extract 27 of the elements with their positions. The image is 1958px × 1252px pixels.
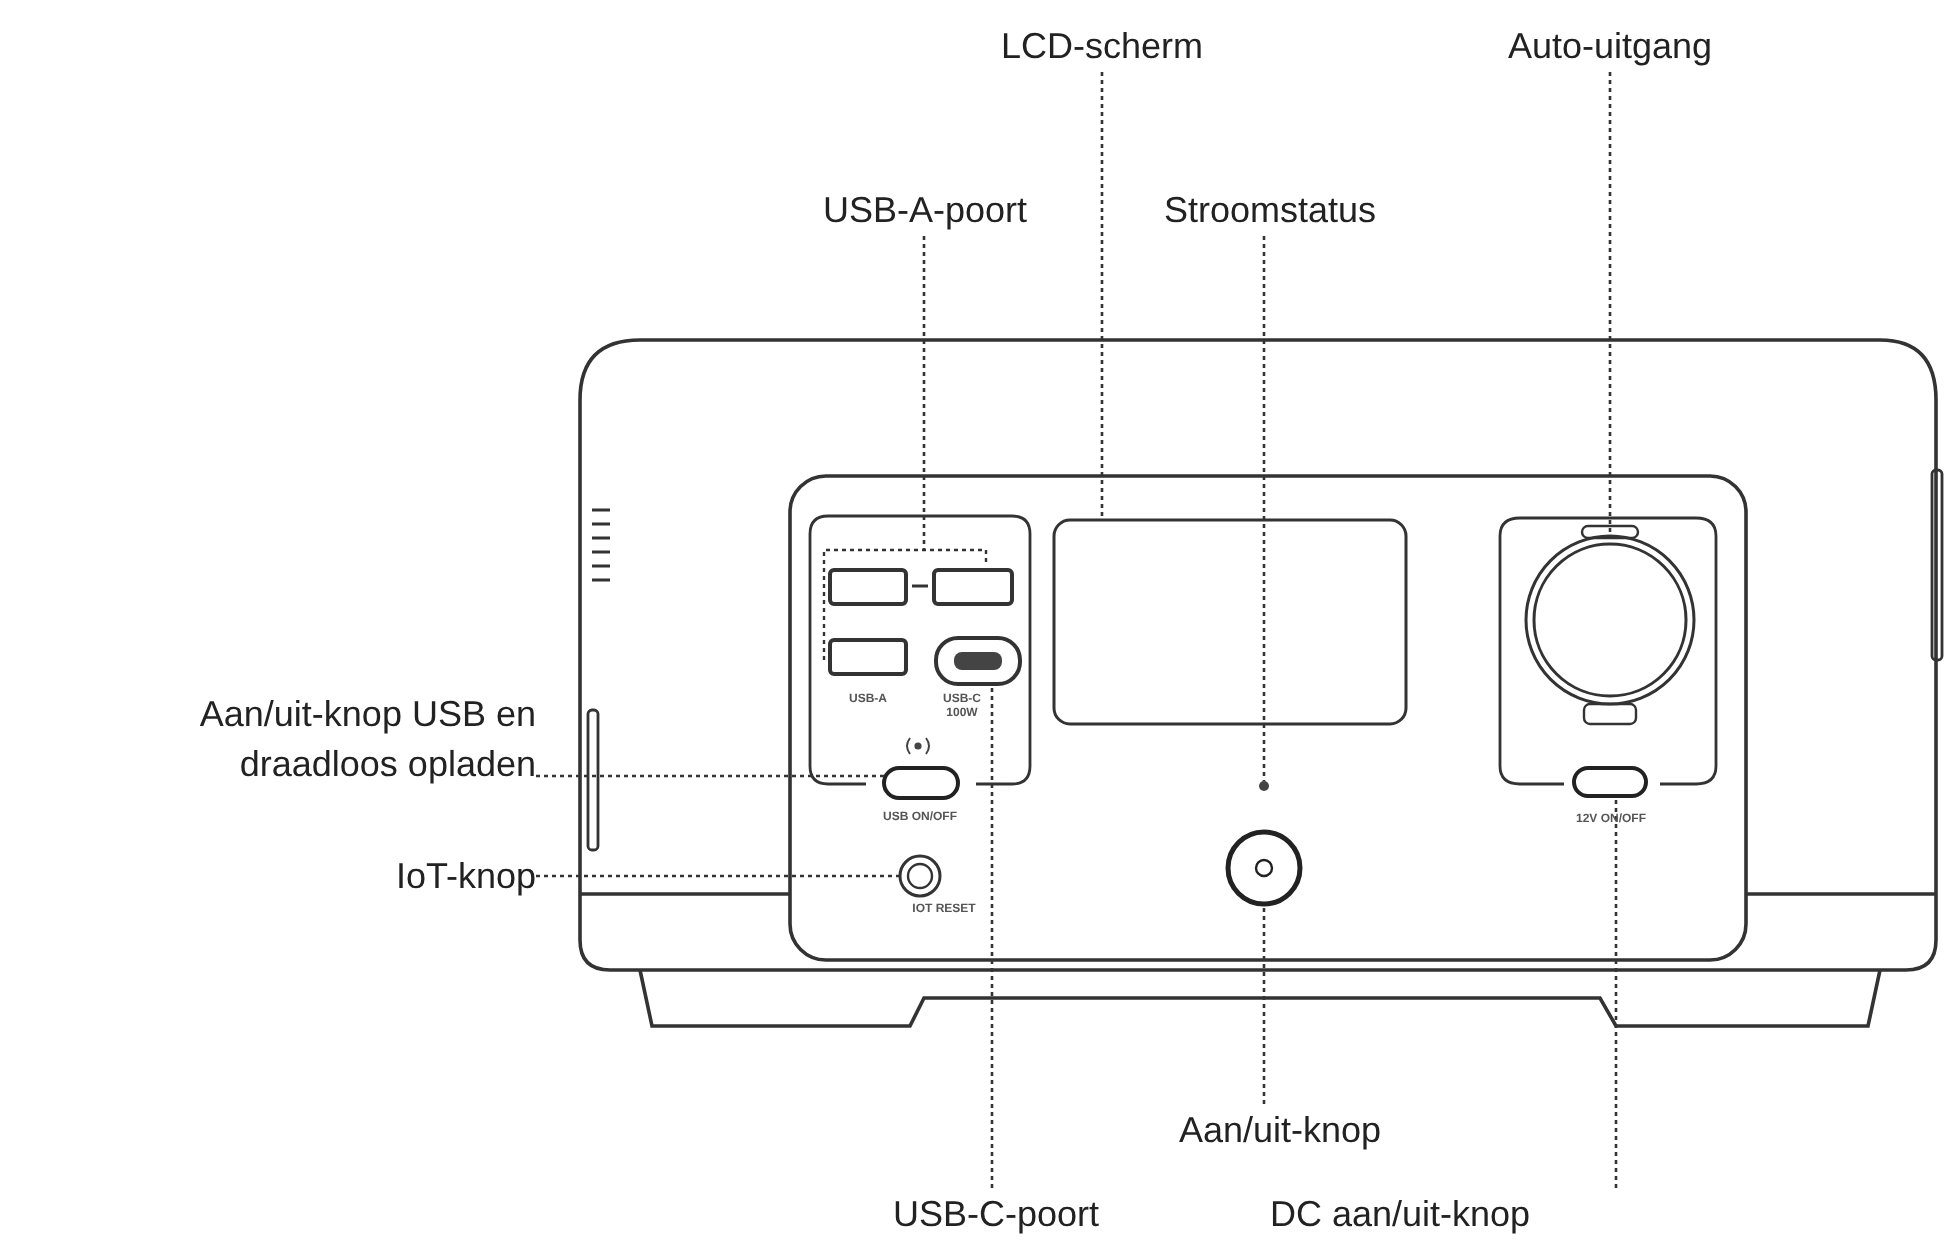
callout-label: DC aan/uit-knop	[1170, 1188, 1630, 1240]
leader-line	[1614, 796, 1618, 1188]
leader-line	[1262, 904, 1266, 1104]
leader-line	[1262, 236, 1266, 781]
usb-c-port	[934, 636, 1022, 686]
callout-label: Aan/uit-knop	[1140, 1104, 1420, 1156]
leader-line	[1608, 72, 1612, 536]
car-socket	[1524, 534, 1696, 706]
callout-label: LCD-scherm	[960, 20, 1244, 72]
callout-label: Stroomstatus	[1130, 184, 1410, 236]
leader-line	[536, 774, 884, 778]
callout-label: USB-A-poort	[790, 184, 1060, 236]
callout-label: IoT-knop	[300, 850, 536, 902]
status-light	[1259, 781, 1269, 791]
callout-label: Auto-uitgang	[1460, 20, 1760, 72]
reset-button	[898, 854, 942, 898]
port-bracket	[822, 548, 988, 660]
callout-label: Aan/uit-knop USB en draadloos opladen	[76, 684, 536, 796]
leader-line	[536, 874, 900, 878]
display-screen	[1052, 518, 1408, 726]
callout-label: USB-C-poort	[836, 1188, 1156, 1240]
leader-line	[990, 684, 994, 1188]
power-button	[1225, 829, 1303, 907]
leader-line	[1100, 72, 1104, 520]
push-button	[1572, 766, 1648, 798]
leader-line	[922, 236, 926, 550]
push-button	[882, 766, 960, 800]
